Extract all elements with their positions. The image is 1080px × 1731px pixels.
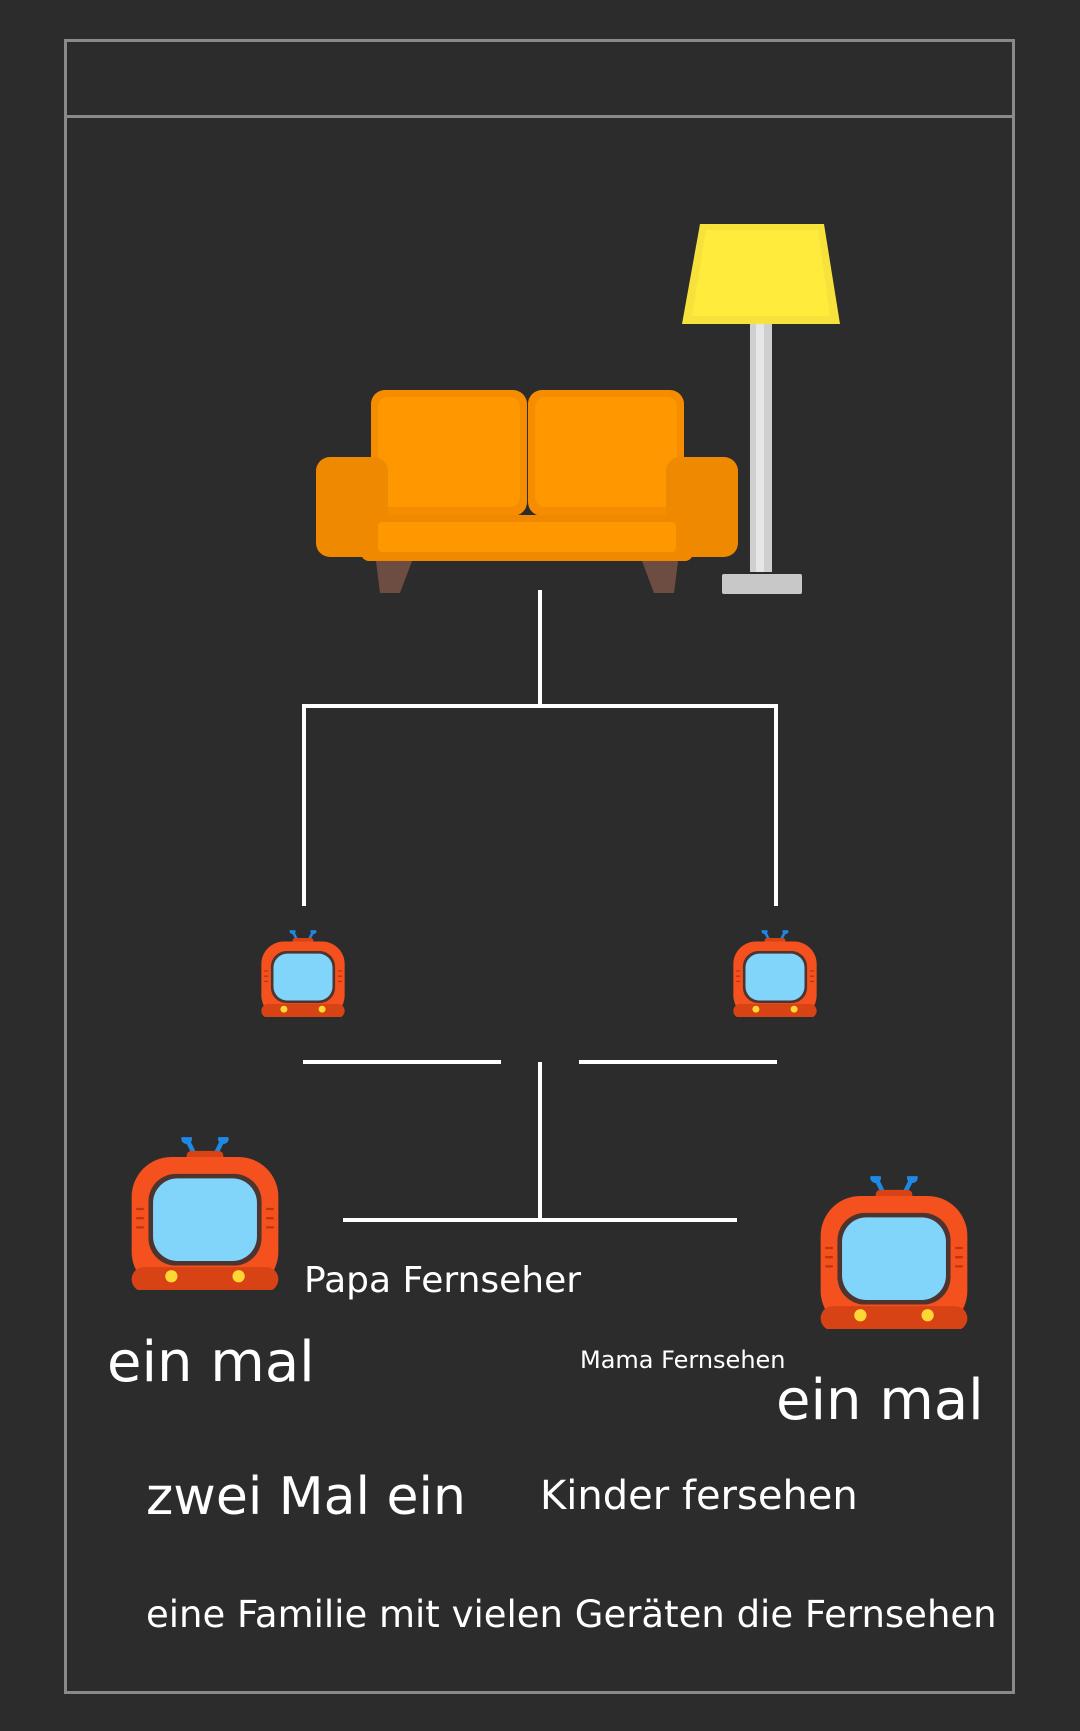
tv-icon-child-right: [811, 1167, 977, 1329]
label-ein-mal-left: ein mal: [107, 1330, 315, 1395]
diagram-frame: [64, 39, 1015, 1694]
label-zwei-mal-ein: zwei Mal ein: [146, 1467, 466, 1527]
label-mama-fernsehen: Mama Fernsehen: [580, 1346, 786, 1374]
label-kinder-fersehen: Kinder fersehen: [540, 1473, 858, 1519]
frame-header-bar: [67, 42, 1012, 118]
label-ein-mal-right: ein mal: [776, 1368, 984, 1433]
couch-icon: [316, 390, 738, 593]
floor-lamp-icon: [682, 224, 840, 594]
tv-icon-child-left: [122, 1128, 288, 1290]
label-familie: eine Familie mit vielen Geräten die Fern…: [146, 1593, 997, 1636]
label-papa-fernseher: Papa Fernseher: [304, 1260, 582, 1301]
tv-icon-papa: [253, 925, 353, 1017]
tv-icon-mama: [725, 925, 825, 1017]
